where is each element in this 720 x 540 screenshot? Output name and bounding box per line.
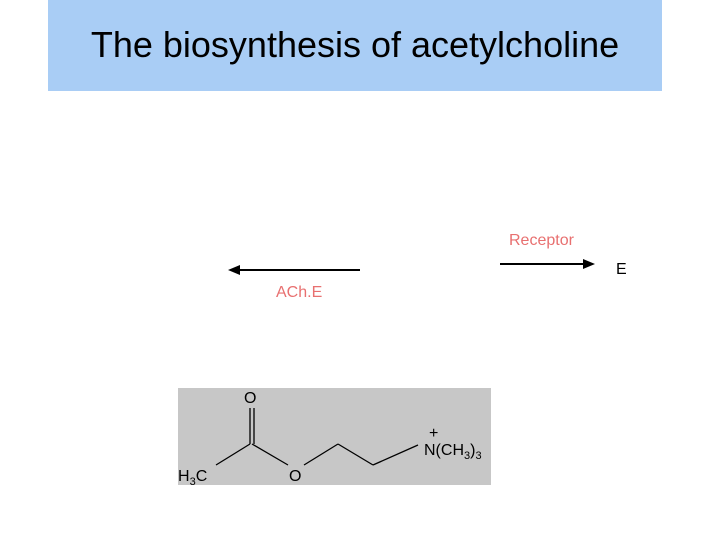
acetylcholine-structure: O H3C O + N(CH3)3: [178, 388, 491, 485]
enzyme-e-label: E: [616, 261, 627, 278]
receptor-label: Receptor: [509, 232, 574, 249]
carbonyl-oxygen: O: [244, 390, 256, 407]
structure-drawing: O H3C O + N(CH3)3: [178, 390, 482, 485]
structure-bonds: [215, 408, 419, 466]
ache-label: ACh.E: [276, 284, 323, 301]
positive-charge: +: [429, 425, 438, 442]
ester-oxygen: O: [289, 468, 301, 485]
title-banner: The biosynthesis of acetylcholine: [48, 0, 662, 91]
methyl-group: H3C: [178, 468, 207, 485]
right-arrow: [500, 259, 595, 269]
left-arrow: [228, 265, 360, 275]
trimethylammonium-group: N(CH3)3: [424, 442, 482, 462]
slide-title: The biosynthesis of acetylcholine: [90, 23, 620, 65]
